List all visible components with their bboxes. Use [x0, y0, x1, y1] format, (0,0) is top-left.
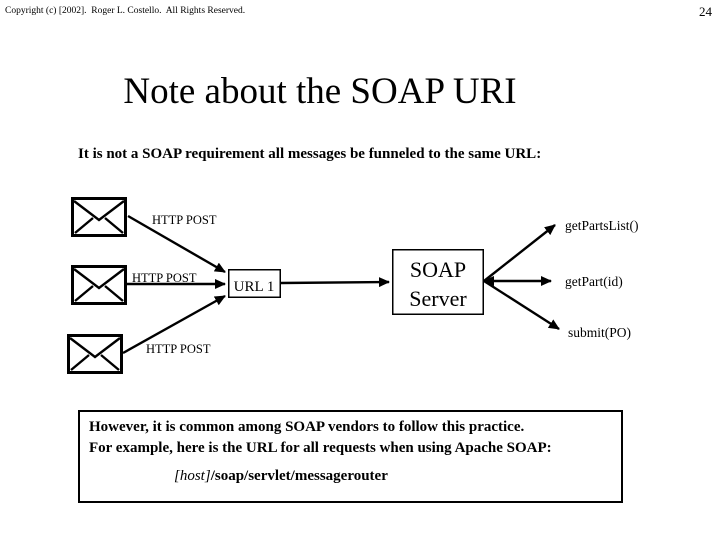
- copyright-text: Copyright (c) [2002]. Roger L. Costello.…: [5, 6, 246, 16]
- arrow-http-post-3: [122, 294, 226, 355]
- note-line-2: For example, here is the URL for all req…: [89, 440, 552, 456]
- envelope-icon: [71, 265, 127, 305]
- http-post-label: HTTP POST: [146, 342, 211, 356]
- url-box: [228, 269, 281, 298]
- operation-label: getPart(id): [565, 274, 623, 289]
- arrow-http-post-1: [127, 214, 226, 274]
- note-url-line: [host]/soap/servlet/messagerouter: [89, 466, 612, 487]
- operation-label: getPartsList(): [565, 218, 639, 233]
- arrow-operation-submit: [483, 279, 560, 331]
- http-post-label: HTTP POST: [132, 271, 197, 285]
- slide-title: Note about the SOAP URI: [123, 71, 517, 112]
- arrow-url-to-server: [280, 277, 390, 288]
- note-url-path: /soap/servlet/messagerouter: [210, 468, 388, 484]
- http-post-label: HTTP POST: [152, 213, 217, 227]
- page-number: 24: [699, 4, 712, 19]
- soap-server-box: [392, 249, 484, 315]
- soap-server-label-line2: Server: [409, 286, 467, 311]
- envelope-icon: [67, 334, 123, 374]
- subtitle-text: It is not a SOAP requirement all message…: [78, 146, 542, 162]
- operation-label: submit(PO): [568, 325, 631, 340]
- note-line-1: However, it is common among SOAP vendors…: [89, 419, 525, 435]
- note-url-host: [host]: [174, 468, 211, 484]
- envelope-icon: [71, 197, 127, 237]
- note-box: However, it is common among SOAP vendors…: [78, 410, 623, 503]
- soap-server-label-line1: SOAP: [410, 257, 466, 282]
- url-box-label: URL 1: [234, 279, 275, 295]
- arrow-operation-getpartslist: [483, 224, 556, 282]
